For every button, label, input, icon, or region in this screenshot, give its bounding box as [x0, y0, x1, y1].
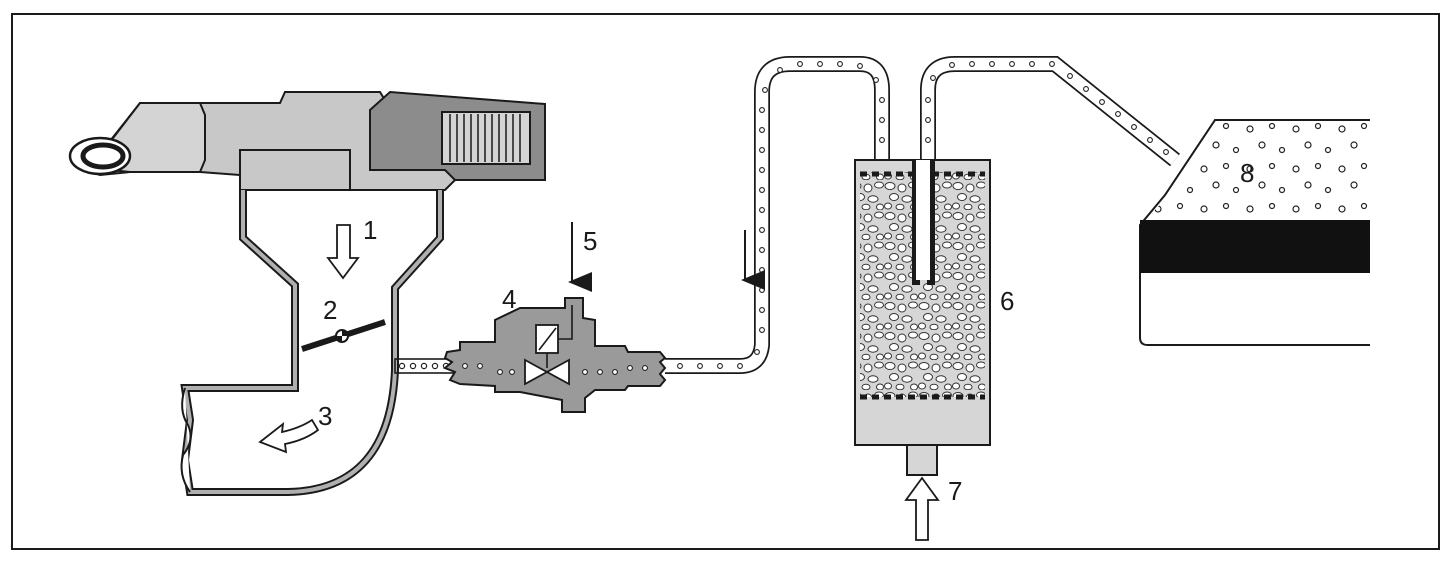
filter-element [441, 111, 531, 165]
label-6: 6 [1000, 286, 1014, 316]
label-4: 4 [502, 284, 516, 314]
purge-line [394, 56, 1180, 374]
purge-valve [443, 222, 667, 413]
valve-symbol [524, 358, 570, 386]
label-3: 3 [318, 401, 332, 431]
label-5: 5 [583, 226, 597, 256]
fuel-vapor-space [1142, 122, 1370, 224]
fuel-tank [1139, 119, 1370, 346]
fresh-air-arrow [904, 476, 940, 541]
label-2: 2 [323, 295, 337, 325]
fresh-air-inlet [906, 444, 938, 476]
outer-frame [11, 13, 1440, 550]
airflow-arrow-down [326, 224, 360, 280]
throttle-throat [180, 190, 444, 496]
carbon-canister [854, 159, 991, 541]
airflow-arrow-left [258, 418, 320, 454]
label-1: 1 [363, 215, 377, 245]
label-8: 8 [1240, 158, 1254, 188]
fuel-level [1140, 220, 1370, 273]
label-7: 7 [948, 476, 962, 506]
intake-manifold [68, 90, 546, 496]
